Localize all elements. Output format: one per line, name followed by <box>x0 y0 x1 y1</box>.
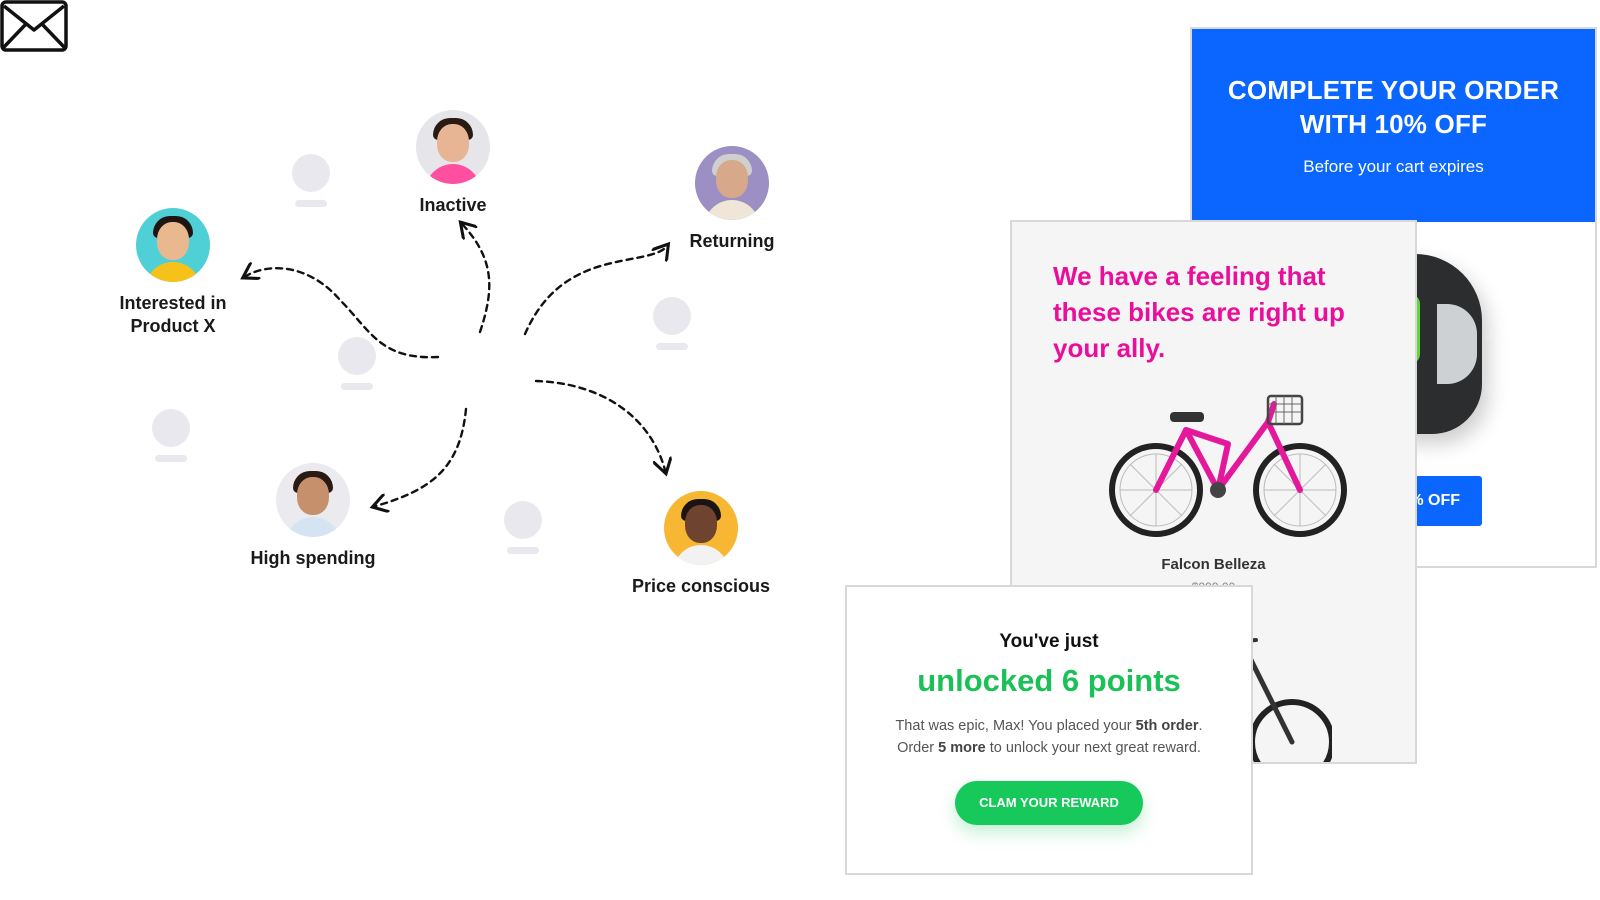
arrow-to-high <box>376 407 468 506</box>
arrow-to-returning <box>523 247 666 336</box>
loyalty-headline: unlocked 6 points <box>917 663 1181 698</box>
segment-returning[interactable]: Returning <box>672 146 792 253</box>
segmentation-diagram: Interested in Product X Inactive Returni… <box>0 0 800 620</box>
user-placeholder-icon <box>292 154 330 207</box>
user-placeholder-icon <box>504 501 542 554</box>
avatar <box>136 208 210 282</box>
user-placeholder-icon <box>152 409 190 462</box>
segment-price-conscious[interactable]: Price conscious <box>621 491 781 598</box>
avatar <box>276 463 350 537</box>
segment-inactive[interactable]: Inactive <box>393 110 513 217</box>
avatar <box>695 146 769 220</box>
arrow-to-price <box>534 379 665 470</box>
email-banner: COMPLETE YOUR ORDER WITH 10% OFF Before … <box>1192 29 1595 222</box>
user-placeholder-icon <box>653 297 691 350</box>
avatar <box>416 110 490 184</box>
avatar <box>664 491 738 565</box>
segment-interested[interactable]: Interested in Product X <box>103 208 243 338</box>
claim-reward-button[interactable]: CLAM YOUR REWARD <box>955 781 1143 825</box>
recommendation-title: We have a feeling that these bikes are r… <box>1053 261 1345 363</box>
envelope-icon <box>0 0 68 52</box>
segment-high-spending[interactable]: High spending <box>243 463 383 570</box>
connector-arrows <box>0 0 800 620</box>
banner-subtitle: Before your cart expires <box>1303 157 1484 176</box>
segment-label: High spending <box>250 548 376 568</box>
bike-image[interactable] <box>1108 382 1348 542</box>
segment-label: Inactive <box>419 195 487 215</box>
segment-label-line2: Product X <box>130 316 216 336</box>
segment-label: Interested in <box>119 293 227 313</box>
banner-title: COMPLETE YOUR ORDER WITH 10% OFF <box>1227 75 1560 139</box>
product-name[interactable]: Falcon Belleza <box>1161 556 1266 573</box>
user-placeholder-icon <box>338 337 376 390</box>
email-card-loyalty-points: You've just unlocked 6 points That was e… <box>845 585 1253 875</box>
segment-label: Price conscious <box>631 576 771 596</box>
arrow-to-inactive <box>463 225 491 334</box>
loyalty-body: That was epic, Max! You placed your 5th … <box>895 718 1203 756</box>
segment-label: Returning <box>689 231 775 251</box>
loyalty-pretitle: You've just <box>999 631 1099 652</box>
